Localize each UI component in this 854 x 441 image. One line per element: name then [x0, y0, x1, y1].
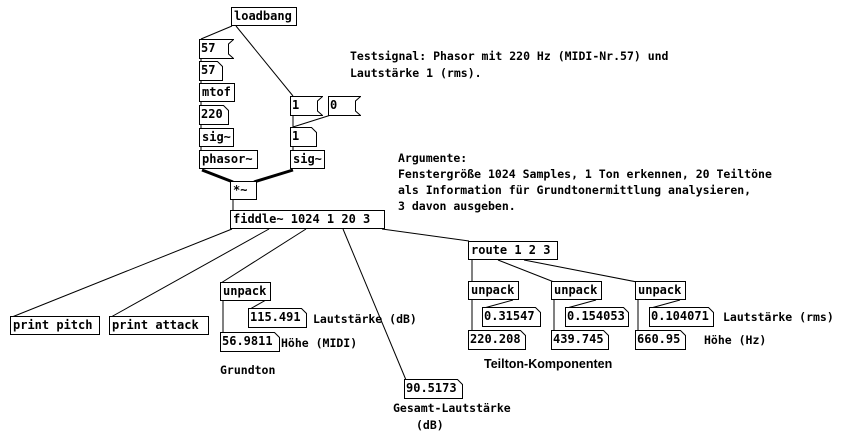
mtof-object[interactable]: mtof — [199, 83, 235, 102]
cord — [110, 228, 270, 318]
comment-arguments-line3: 3 davon ausgeben. — [398, 199, 516, 213]
cord — [523, 259, 638, 283]
number-value: 660.95 — [637, 332, 681, 346]
label-total-loudness-unit: (dB) — [416, 418, 444, 432]
comment-arguments-line2: als Information für Grundtonermittlung a… — [398, 183, 752, 197]
unpack-object-3[interactable]: unpack — [635, 281, 686, 300]
cord — [381, 228, 470, 242]
label-partials: Teilton-Komponenten — [484, 357, 613, 371]
number-value: 0.154053 — [567, 309, 625, 323]
partial-2-frequency-number[interactable]: 439.745 — [551, 330, 609, 350]
message-box-1[interactable]: 1 — [290, 96, 323, 116]
number-value: 1 — [292, 129, 300, 143]
number-box-57[interactable]: 57 — [199, 61, 223, 81]
label-total-loudness: Gesamt-Lautstärke — [393, 401, 511, 415]
cord — [650, 299, 681, 309]
fiddle-object[interactable]: fiddle~ 1024 1 20 3 — [230, 210, 385, 229]
cord — [11, 228, 233, 318]
cord — [200, 25, 233, 40]
number-box-1[interactable]: 1 — [290, 127, 317, 147]
cord — [342, 228, 407, 381]
cord — [566, 299, 597, 309]
multiply-signal-object[interactable]: *~ — [230, 181, 257, 200]
phasor-object[interactable]: phasor~ — [199, 150, 258, 169]
partial-3-frequency-number[interactable]: 660.95 — [635, 330, 686, 350]
total-loudness-number[interactable]: 90.5173 — [404, 379, 463, 399]
comment-testsignal-line1: Testsignal: Phasor mit 220 Hz (MIDI-Nr.5… — [350, 49, 669, 63]
number-value: 439.745 — [553, 332, 604, 346]
unpack-object-1[interactable]: unpack — [468, 281, 519, 300]
label-pitch-hz: Höhe (Hz) — [704, 333, 767, 347]
message-text: 57 — [201, 41, 216, 55]
label-loudness-rms: Lautstärke (rms) — [723, 310, 834, 324]
cord — [235, 25, 294, 97]
partial-1-frequency-number[interactable]: 220.208 — [468, 330, 526, 350]
cord — [249, 299, 267, 310]
number-value: 220.208 — [470, 332, 521, 346]
sig-object-right[interactable]: sig~ — [290, 150, 325, 169]
print-attack-object[interactable]: print attack — [109, 316, 209, 335]
number-value: 220 — [201, 107, 223, 121]
message-box-0[interactable]: 0 — [328, 96, 361, 116]
label-grundton: Grundton — [220, 363, 276, 377]
loudness-db-number[interactable]: 115.491 — [248, 308, 307, 328]
partial-1-amplitude-number[interactable]: 0.31547 — [482, 307, 541, 327]
pitch-midi-number[interactable]: 56.9811 — [220, 332, 280, 352]
label-pitch-midi: Höhe (MIDI) — [281, 336, 358, 350]
partial-2-amplitude-number[interactable]: 0.154053 — [565, 307, 629, 327]
message-box-57[interactable]: 57 — [199, 39, 234, 59]
comment-arguments-line1: Fenstergröße 1024 Samples, 1 Ton erkenne… — [398, 167, 772, 181]
number-value: 90.5173 — [406, 381, 457, 395]
print-pitch-object[interactable]: print pitch — [10, 316, 100, 335]
number-value: 56.9811 — [222, 334, 273, 348]
cord — [483, 299, 514, 309]
signal-cord — [201, 168, 234, 184]
comment-arguments-title: Argumente: — [398, 151, 468, 165]
label-loudness-db: Lautstärke (dB) — [313, 312, 417, 326]
route-object[interactable]: route 1 2 3 — [468, 241, 558, 260]
number-value: 0.31547 — [484, 309, 535, 323]
cord — [497, 259, 555, 283]
sig-object-left[interactable]: sig~ — [199, 128, 234, 147]
message-text: 0 — [330, 98, 338, 112]
partial-3-amplitude-number[interactable]: 0.104071 — [649, 307, 714, 327]
number-value: 115.491 — [250, 310, 301, 324]
number-value: 57 — [201, 63, 216, 77]
comment-testsignal-line2: Lautstärke 1 (rms). — [350, 66, 482, 80]
number-box-220[interactable]: 220 — [199, 105, 229, 125]
unpack-object-2[interactable]: unpack — [551, 281, 602, 300]
loadbang-object[interactable]: loadbang — [231, 7, 297, 26]
number-value: 0.104071 — [651, 309, 709, 323]
unpack-object-main[interactable]: unpack — [220, 282, 271, 301]
message-text: 1 — [292, 98, 300, 112]
cord — [220, 228, 307, 284]
cord — [292, 114, 332, 128]
signal-cord — [253, 168, 294, 184]
